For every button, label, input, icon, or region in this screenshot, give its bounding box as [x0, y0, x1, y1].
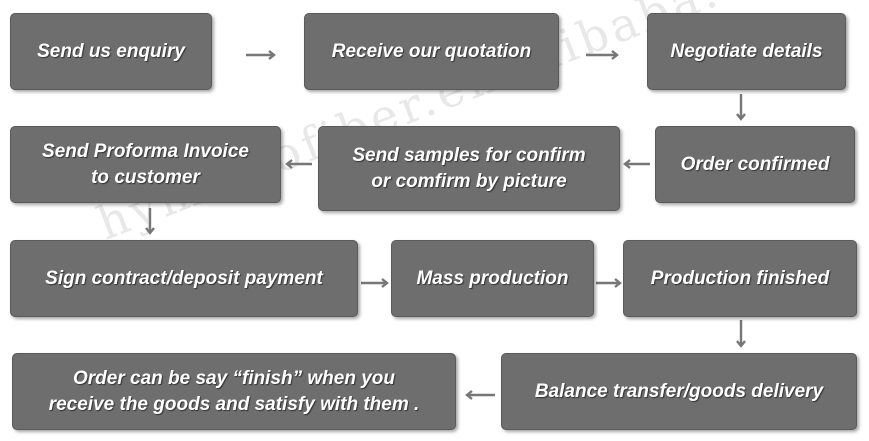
step-order-confirmed: Order confirmed [655, 126, 855, 203]
step-label: Production finished [650, 267, 830, 289]
step-order-finish: Order can be say “finish” when you recei… [12, 353, 456, 430]
step-label: Receive our quotation [331, 40, 532, 62]
step-receive-quotation: Receive our quotation [304, 13, 559, 90]
step-label: Send us enquiry [37, 40, 185, 62]
step-production-finished: Production finished [623, 240, 857, 317]
step-label: Sign contract/deposit payment [45, 267, 323, 289]
step-send-samples: Send samples for confirm or comfirm by p… [318, 126, 620, 211]
step-label: Send samples for confirm or comfirm by p… [352, 144, 586, 192]
step-label: Mass production [416, 267, 569, 289]
step-send-proforma-invoice: Send Proforma Invoice to customer [10, 126, 281, 203]
step-label: Send Proforma Invoice to customer [42, 140, 249, 188]
step-send-enquiry: Send us enquiry [10, 13, 212, 90]
step-balance-transfer: Balance transfer/goods delivery [501, 353, 857, 430]
step-mass-production: Mass production [391, 240, 594, 317]
step-label: Negotiate details [670, 40, 823, 62]
step-sign-contract: Sign contract/deposit payment [10, 240, 358, 317]
step-negotiate-details: Negotiate details [647, 13, 846, 90]
step-label: Balance transfer/goods delivery [534, 380, 824, 402]
step-label: Order can be say “finish” when you recei… [48, 367, 420, 415]
step-label: Order confirmed [680, 153, 830, 175]
